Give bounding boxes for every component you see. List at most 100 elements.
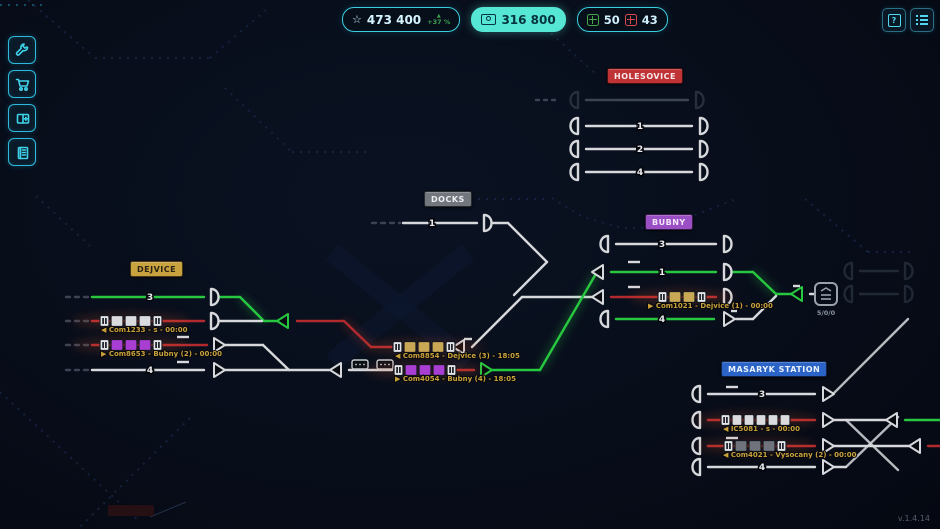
train[interactable]: ◀ IC5081 - s - 00:00 (693, 412, 818, 434)
signal-triangle[interactable] (329, 362, 342, 378)
train[interactable]: ▶ Com4054 - Bubny (4) - 18:05 (366, 362, 517, 384)
track-segment[interactable] (506, 221, 549, 264)
track-endpoint[interactable] (722, 262, 733, 282)
train-label: ◀ Com4021 - Vysocany (2) - 00:00 (723, 451, 857, 459)
shop-button[interactable] (8, 70, 36, 98)
track-endpoint[interactable] (569, 116, 580, 136)
signal-triangle[interactable] (591, 289, 604, 305)
platform-number: 4 (759, 463, 765, 473)
contracts-button[interactable] (8, 104, 36, 132)
loco-window (158, 342, 160, 348)
depot[interactable]: 5/0/0 (814, 282, 838, 317)
signal-triangle[interactable] (822, 412, 835, 428)
signal-triangle[interactable] (908, 438, 921, 454)
track-segment[interactable] (844, 415, 900, 469)
loco-window (723, 417, 725, 423)
track-endpoint[interactable] (698, 139, 709, 159)
train[interactable]: ◀ Com1233 - s - 00:00 (72, 313, 190, 335)
menu-button[interactable] (910, 8, 934, 32)
signal-triangle[interactable] (790, 286, 803, 302)
track-endpoint[interactable] (569, 90, 580, 110)
signal-triangle[interactable] (213, 337, 226, 353)
signal-triangle[interactable] (822, 386, 835, 402)
track-endpoint[interactable] (694, 90, 705, 110)
track-endpoint[interactable] (843, 284, 854, 304)
score-badge[interactable]: ☆ 473 400 ▲ +37 % (342, 7, 461, 32)
track-segment[interactable] (342, 319, 373, 349)
delta-up-icon: ▲ (436, 12, 441, 19)
train-locomotive (99, 338, 110, 352)
track-segment[interactable] (751, 294, 778, 321)
train-label: ▶ Com4054 - Bubny (4) - 18:05 (395, 375, 516, 383)
depot-icon[interactable] (814, 282, 838, 306)
train-car (668, 290, 682, 304)
signal-triangle[interactable] (723, 311, 736, 327)
train-car (110, 338, 124, 352)
signal-triangle[interactable] (822, 438, 835, 454)
train-locomotive (723, 439, 734, 453)
train-car (124, 338, 138, 352)
dot (363, 363, 365, 366)
train-label: ▶ Com8653 - Bubny (2) - 00:00 (101, 350, 222, 358)
track-segment[interactable] (238, 295, 266, 323)
track-segment[interactable] (261, 343, 291, 372)
train[interactable]: ◀ Com4021 - Vysocany (2) - 00:00 (696, 438, 858, 460)
track-endpoint[interactable] (482, 213, 493, 233)
track-endpoint[interactable] (903, 261, 914, 281)
train[interactable]: ▶ Com8653 - Bubny (2) - 00:00 (72, 337, 223, 359)
signal-triangle[interactable] (276, 313, 289, 329)
dot (355, 363, 357, 366)
platform-number: 1 (659, 268, 665, 278)
background-grid-line (804, 198, 869, 253)
train-car (431, 340, 445, 354)
signal-triangle[interactable] (885, 412, 898, 428)
track-endpoint[interactable] (843, 261, 854, 281)
loco-window (102, 318, 104, 324)
systems-badge[interactable]: 50 43 (576, 7, 668, 32)
log-button[interactable] (8, 138, 36, 166)
train-locomotive (393, 363, 404, 377)
help-button[interactable]: ? (882, 8, 906, 32)
track-endpoint[interactable] (209, 311, 220, 331)
track-segment[interactable] (844, 418, 900, 472)
build-tool-button[interactable] (8, 36, 36, 64)
track-endpoint[interactable] (903, 284, 914, 304)
track-segment[interactable] (751, 270, 778, 296)
train-car (404, 363, 418, 377)
version-label: v.1.4.14 (897, 514, 930, 523)
track-endpoint[interactable] (698, 162, 709, 182)
track-endpoint[interactable] (569, 139, 580, 159)
train-locomotive (445, 340, 456, 354)
track-endpoint[interactable] (599, 309, 610, 329)
track-segment[interactable] (470, 295, 524, 349)
green-systems-count: 50 (603, 12, 620, 27)
shopping-cart-icon (15, 78, 29, 91)
loco-window (782, 443, 784, 449)
track-segment[interactable] (538, 270, 599, 372)
signal-triangle[interactable] (822, 459, 835, 475)
background-grid-line (149, 501, 187, 518)
track-segment[interactable] (512, 260, 549, 297)
train-car (734, 439, 748, 453)
track-endpoint[interactable] (209, 287, 220, 307)
track-endpoint[interactable] (691, 384, 702, 404)
score-value: 473 400 (366, 12, 422, 27)
track-endpoint[interactable] (722, 234, 733, 254)
train[interactable]: ◀ Com8854 - Dejvice (3) - 18:05 (365, 339, 521, 361)
track-endpoint[interactable] (599, 234, 610, 254)
track-segment[interactable] (831, 317, 910, 396)
platform-number: 3 (759, 390, 765, 400)
train-locomotive (696, 290, 707, 304)
signal-triangle[interactable] (213, 362, 226, 378)
track-endpoint[interactable] (691, 457, 702, 477)
signal-triangle[interactable] (591, 264, 604, 280)
train[interactable]: ▶ Com1021 - Dejvice (1) - 00:00 (630, 289, 774, 311)
loco-window (105, 342, 107, 348)
track-endpoint[interactable] (569, 162, 580, 182)
money-badge[interactable]: 316 800 (471, 7, 566, 32)
list-menu-icon (916, 15, 928, 25)
track-endpoint[interactable] (698, 116, 709, 136)
train-car (403, 340, 417, 354)
loco-window (105, 318, 107, 324)
